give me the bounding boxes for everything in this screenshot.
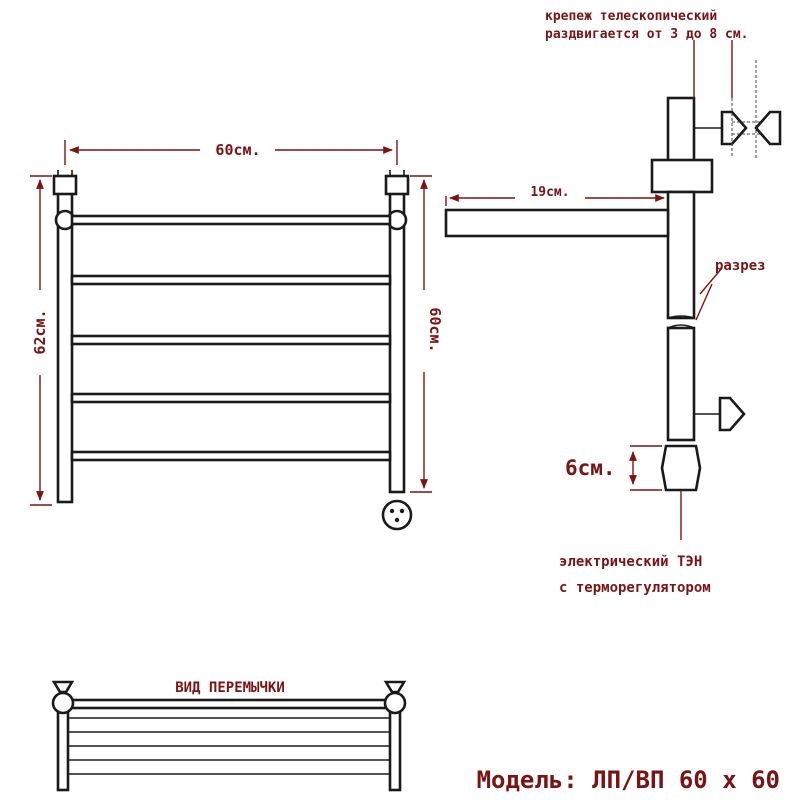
model-label: Модель: ЛП/ВП 60 х 60 <box>477 766 780 794</box>
top-mount-bracket <box>666 96 696 166</box>
rungs <box>70 214 392 462</box>
side-view <box>444 40 782 492</box>
heater-offset-label: 6см. <box>565 456 616 480</box>
front-view <box>52 170 413 531</box>
wall-mount-upper <box>694 60 782 158</box>
jumper-bar <box>58 698 400 710</box>
height-left-label: 62см. <box>31 309 49 354</box>
side-dimensions: 19см. разрез 6см. <box>445 185 766 540</box>
right-top-fitting <box>384 174 410 196</box>
mount-clamp <box>650 158 714 194</box>
jumper-view-label: ВИД ПЕРЕМЫЧКИ <box>175 680 285 696</box>
side-upright-upper <box>666 190 696 320</box>
height-right-label: 60см. <box>426 307 444 352</box>
rung <box>70 274 392 286</box>
left-upright <box>56 190 74 504</box>
jumper-left-post <box>56 706 70 792</box>
jumper-left-knob <box>51 691 75 715</box>
side-arm <box>444 208 670 238</box>
jumper-view <box>51 680 407 792</box>
section-label: разрез <box>715 258 766 274</box>
wall-mount-lower <box>694 396 746 432</box>
jumper-right-knob <box>383 691 407 715</box>
rung <box>70 214 392 226</box>
front-dimensions: 60см. 62см. 60см. <box>30 140 444 506</box>
heater-label-line1: электрический ТЭН <box>559 554 702 570</box>
heater-label-line2: с терморегулятором <box>559 580 711 596</box>
width-label: 60см. <box>215 141 260 159</box>
mount-label-line2: раздвигается от 3 до 8 см. <box>545 27 749 42</box>
heater-connector <box>381 499 413 531</box>
rung <box>70 334 392 346</box>
right-upright <box>388 190 406 494</box>
side-upright-lower <box>666 326 696 442</box>
offset-label: 19см. <box>530 185 569 200</box>
rung <box>70 450 392 462</box>
mount-label-line1: крепеж телескопический <box>545 9 717 24</box>
left-top-fitting <box>52 174 78 196</box>
heater-body <box>660 444 702 492</box>
rung <box>70 392 392 404</box>
jumper-right-post <box>388 706 402 792</box>
